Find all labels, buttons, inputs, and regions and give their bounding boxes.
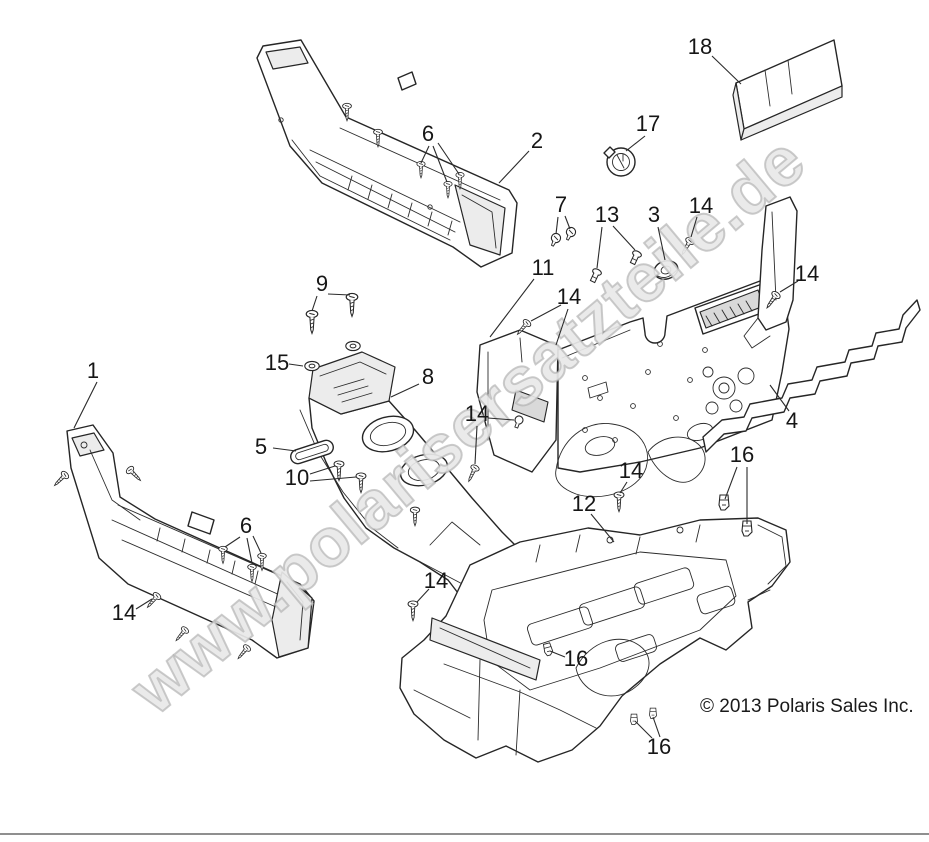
washer-15-icon — [304, 360, 320, 372]
screw-icon — [172, 624, 191, 644]
part-18-pad — [732, 39, 843, 141]
screw-9-icon — [345, 292, 359, 318]
callout-14: 14 — [688, 193, 714, 218]
callout-6: 6 — [239, 513, 253, 538]
callout-14: 14 — [618, 458, 644, 483]
callout-2: 2 — [530, 128, 544, 153]
callout-1: 1 — [86, 358, 100, 383]
clip-16-icon — [718, 494, 730, 511]
callout-10: 10 — [284, 465, 310, 490]
callout-13: 13 — [594, 202, 620, 227]
callout-14: 14 — [556, 284, 582, 309]
callout-15: 15 — [264, 350, 290, 375]
screw-9-icon — [305, 309, 319, 335]
callout-8: 8 — [421, 364, 435, 389]
screw-icon — [50, 469, 71, 490]
callout-14: 14 — [111, 600, 137, 625]
rivet-13-icon — [587, 266, 603, 285]
screw-icon — [234, 642, 253, 662]
screw-14-icon — [464, 463, 481, 484]
callout-17: 17 — [635, 111, 661, 136]
screw-14-icon — [407, 600, 419, 622]
callout-18: 18 — [687, 34, 713, 59]
callout-3: 3 — [647, 202, 661, 227]
callout-9: 9 — [315, 271, 329, 296]
callout-16: 16 — [563, 646, 589, 671]
screw-14-icon — [143, 590, 163, 611]
callout-14: 14 — [794, 261, 820, 286]
part-2-rocker-panel-right — [256, 39, 518, 268]
callout-11: 11 — [531, 255, 555, 280]
callout-16: 16 — [646, 734, 672, 759]
clip-16-icon — [649, 707, 657, 719]
rivet-13-icon — [627, 248, 643, 267]
copyright-notice: © 2013 Polaris Sales Inc. — [700, 696, 914, 717]
clip-16-icon — [630, 713, 638, 725]
screw-14-icon — [677, 235, 696, 258]
part-5-seal — [290, 439, 334, 465]
screw-icon — [124, 464, 145, 485]
callout-14: 14 — [423, 568, 449, 593]
part-1-rocker-panel-left — [66, 424, 315, 659]
screw-14-icon — [613, 491, 625, 513]
callout-6: 6 — [421, 121, 435, 146]
callout-14: 14 — [464, 401, 490, 426]
screw-7-icon — [547, 231, 563, 249]
callout-5: 5 — [254, 434, 268, 459]
screw-7-icon — [562, 225, 578, 243]
part-3-grommet — [653, 260, 679, 280]
clip-16-icon — [741, 520, 753, 537]
part-12-floor-pan — [399, 517, 791, 763]
callout-16: 16 — [729, 442, 755, 467]
part-17-cap-grommet — [603, 146, 636, 177]
washer-15-icon — [345, 340, 361, 352]
footer-rule — [0, 833, 929, 835]
part-4-seal-strip — [702, 299, 921, 453]
callout-7: 7 — [554, 192, 568, 217]
callout-4: 4 — [785, 408, 799, 433]
callout-12: 12 — [571, 491, 597, 516]
